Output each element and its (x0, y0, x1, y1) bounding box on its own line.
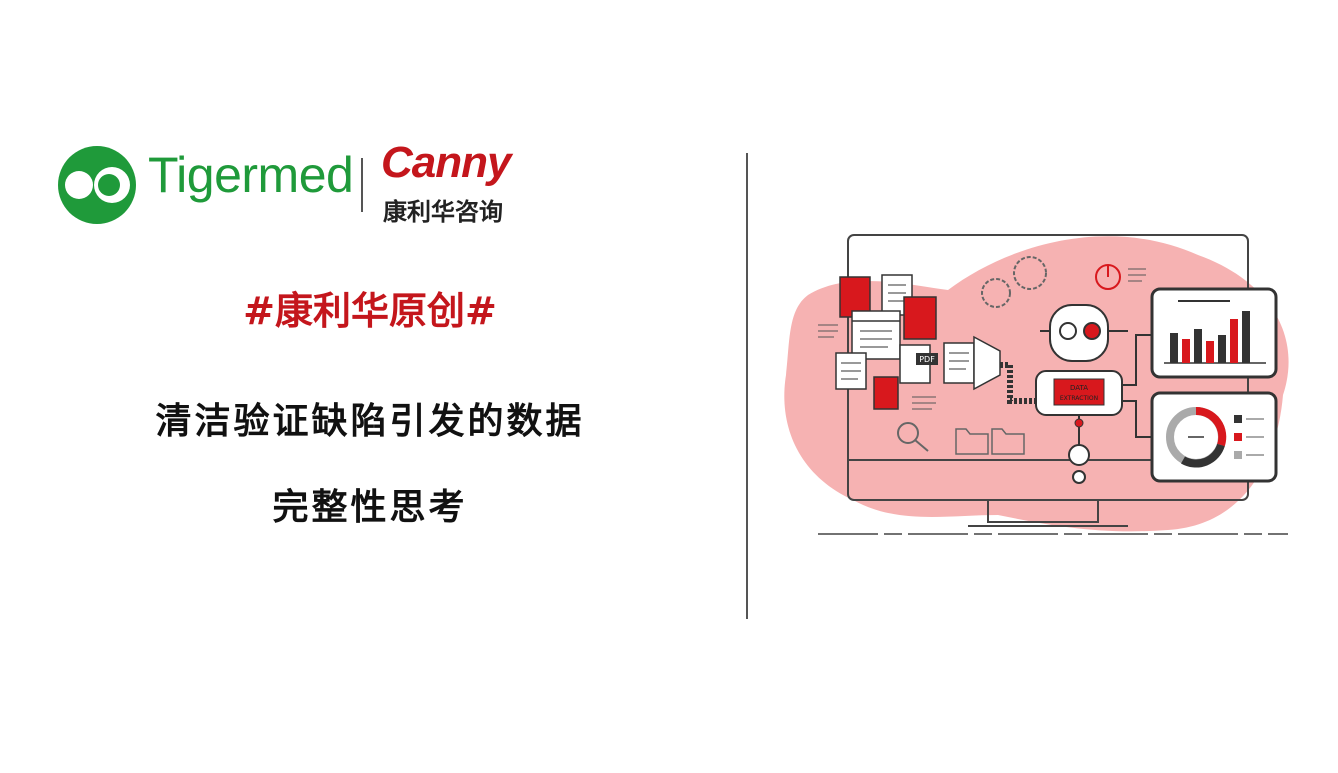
canny-wordmark: Canny (381, 138, 511, 187)
logo-row: Tigermed Canny 康利华咨询 (52, 138, 532, 230)
vertical-divider (746, 153, 748, 619)
article-title-line-2: 完整性思考 (272, 487, 468, 528)
article-title-line-1: 清洁验证缺陷引发的数据 (155, 401, 585, 442)
funnel (973, 335, 1001, 391)
folder-icon (991, 428, 1025, 455)
pdf-label: PDF (919, 355, 935, 364)
hashtag-title: #康利华原创# (243, 289, 497, 333)
folder-icon (955, 428, 989, 455)
tigermed-logo-icon (58, 146, 136, 224)
logo-separator (361, 158, 363, 212)
documents-cluster: PDF (818, 274, 975, 410)
canny-chinese-name: 康利华咨询 (383, 197, 503, 226)
bar-chart-panel (1150, 287, 1278, 379)
data-extraction-illustration: PDF DATA EXTRACTION (784, 234, 1289, 535)
robot: DATA EXTRACTION (1035, 304, 1152, 484)
gear-icon (981, 278, 1011, 308)
conveyor-pipe (1000, 362, 1040, 404)
monitor-stand (987, 499, 1099, 523)
robot-badge-line-2: EXTRACTION (1060, 395, 1098, 402)
donut-chart-panel (1150, 391, 1278, 483)
tigermed-wordmark: Tigermed (148, 147, 354, 203)
gear-icon (1013, 256, 1047, 290)
robot-badge-line-1: DATA (1070, 384, 1088, 392)
magnifier-icon (897, 422, 919, 444)
